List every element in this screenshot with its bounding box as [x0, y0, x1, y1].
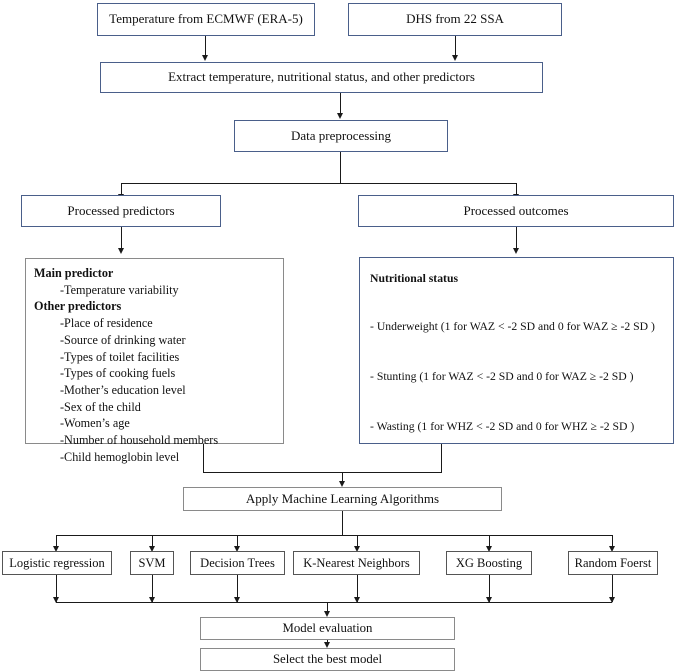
node-apply-ml-label: Apply Machine Learning Algorithms — [245, 490, 440, 506]
node-model-evaluation[interactable]: Model evaluation — [200, 617, 455, 640]
node-algorithm-k-nearest-neighbors[interactable]: K-Nearest Neighbors — [293, 551, 420, 575]
node-algorithm-logistic-regression[interactable]: Logistic regression — [2, 551, 112, 575]
connector-fanout-to-svm — [152, 535, 154, 547]
arrowhead-fanout-to-knn — [354, 546, 360, 552]
connector-preprocessing-split-bar — [121, 183, 516, 185]
algorithm-label: XG Boosting — [455, 555, 523, 570]
arrowhead-fanout-to-svm — [149, 546, 155, 552]
predictors-other-item: -Mother’s education level — [60, 382, 186, 397]
outcome-item-wasting: - Wasting (1 for WHZ < -2 SD and 0 for W… — [370, 420, 635, 433]
arrowhead-fanout-to-random-forest — [609, 546, 615, 552]
arrowhead-model-evaluation-to-select-best — [324, 642, 330, 648]
node-preprocessing-label: Data preprocessing — [291, 127, 391, 143]
connector-dhs-to-extract — [455, 36, 457, 56]
connector-predictors-detail-down — [203, 444, 205, 473]
arrowhead-decision-trees-merge — [234, 597, 240, 603]
arrowhead-knn-merge — [354, 597, 360, 603]
algorithm-label: SVM — [138, 555, 166, 570]
connector-merge-to-apply-ml — [342, 472, 344, 482]
arrowhead-fanout-to-decision-trees — [234, 546, 240, 552]
node-source-dhs[interactable]: DHS from 22 SSA — [348, 3, 562, 36]
arrowhead-dhs-to-extract — [452, 55, 458, 61]
connector-fanout-to-decision-trees — [237, 535, 239, 547]
arrowhead-svm-merge — [149, 597, 155, 603]
connector-merge-bar — [203, 472, 442, 474]
node-algorithm-decision-trees[interactable]: Decision Trees — [190, 551, 285, 575]
node-source-temperature-label: Temperature from ECMWF (ERA-5) — [109, 11, 303, 27]
connector-fanout-to-xg-boosting — [489, 535, 491, 547]
node-algorithm-xg-boosting[interactable]: XG Boosting — [446, 551, 532, 575]
node-apply-ml[interactable]: Apply Machine Learning Algorithms — [183, 487, 502, 511]
arrowhead-merge-to-apply-ml — [339, 481, 345, 487]
arrowhead-extract-to-preprocessing — [337, 113, 343, 119]
outcomes-heading: Nutritional status — [370, 272, 458, 285]
node-preprocessing[interactable]: Data preprocessing — [234, 120, 448, 152]
connector-predictors-to-detail — [121, 227, 123, 249]
connector-fanout-to-random-forest — [612, 535, 614, 547]
connector-preprocessing-stem — [340, 152, 342, 184]
connector-split-to-outcomes — [516, 183, 518, 195]
algorithm-label: Random Foerst — [574, 555, 652, 570]
arrowhead-logistic-regression-merge — [53, 597, 59, 603]
predictors-other-item: -Women’s age — [60, 416, 130, 431]
arrowhead-fanout-to-logistic-regression — [53, 546, 59, 552]
connector-algorithms-fanout-bar — [56, 535, 612, 537]
connector-merge-to-model-evaluation — [327, 602, 329, 613]
algorithm-label: Logistic regression — [9, 555, 105, 570]
node-processed-predictors-label: Processed predictors — [67, 202, 175, 218]
connector-temperature-to-extract — [205, 36, 207, 56]
node-algorithm-random-forest[interactable]: Random Foerst — [568, 551, 658, 575]
connector-random-forest-down — [612, 575, 614, 602]
algorithm-label: Decision Trees — [200, 555, 275, 570]
predictors-other-item: -Types of cooking fuels — [60, 366, 176, 381]
arrowhead-predictors-to-detail — [118, 248, 124, 254]
node-select-best-model[interactable]: Select the best model — [200, 648, 455, 671]
connector-knn-down — [357, 575, 359, 602]
node-processed-outcomes-label: Processed outcomes — [463, 202, 569, 218]
outcome-item-stunting: - Stunting (1 for WAZ < -2 SD and 0 for … — [370, 370, 634, 383]
predictors-other-heading: Other predictors — [34, 299, 122, 314]
connector-apply-ml-stem — [342, 511, 344, 536]
algorithm-label: K-Nearest Neighbors — [303, 555, 410, 570]
panel-outcomes-detail: Nutritional status - Underweight (1 for … — [359, 257, 674, 444]
node-algorithm-svm[interactable]: SVM — [130, 551, 174, 575]
node-extract-label: Extract temperature, nutritional status,… — [168, 69, 475, 85]
connector-svm-down — [152, 575, 154, 602]
arrowhead-random-forest-merge — [609, 597, 615, 603]
predictors-main-item: -Temperature variability — [60, 282, 179, 297]
node-processed-outcomes[interactable]: Processed outcomes — [358, 195, 674, 227]
connector-algorithms-merge-bar — [56, 602, 612, 604]
node-extract[interactable]: Extract temperature, nutritional status,… — [100, 62, 543, 93]
node-processed-predictors[interactable]: Processed predictors — [21, 195, 221, 227]
connector-outcomes-detail-down — [441, 444, 443, 473]
connector-extract-to-preprocessing — [340, 93, 342, 114]
predictors-other-item: -Place of residence — [60, 316, 153, 331]
predictors-other-item: -Number of household members — [60, 433, 219, 448]
connector-decision-trees-down — [237, 575, 239, 602]
predictors-other-item: -Child hemoglobin level — [60, 449, 180, 464]
connector-outcomes-to-detail — [516, 227, 518, 249]
node-select-best-model-label: Select the best model — [272, 652, 383, 667]
predictors-other-item: -Source of drinking water — [60, 332, 186, 347]
node-source-temperature[interactable]: Temperature from ECMWF (ERA-5) — [97, 3, 315, 36]
node-source-dhs-label: DHS from 22 SSA — [406, 11, 504, 27]
connector-fanout-to-knn — [357, 535, 359, 547]
panel-predictors-detail: Main predictor -Temperature variability … — [25, 258, 284, 464]
arrowhead-xg-boosting-merge — [486, 597, 492, 603]
arrowhead-outcomes-to-detail — [513, 248, 519, 254]
arrowhead-merge-to-model-evaluation — [324, 611, 330, 617]
outcome-item-underweight: - Underweight (1 for WAZ < -2 SD and 0 f… — [370, 320, 655, 333]
predictors-other-item: -Sex of the child — [60, 399, 141, 414]
arrowhead-temperature-to-extract — [202, 55, 208, 61]
predictors-main-heading: Main predictor — [34, 266, 114, 280]
arrowhead-fanout-to-xg-boosting — [486, 546, 492, 552]
node-model-evaluation-label: Model evaluation — [282, 621, 373, 636]
connector-logistic-regression-down — [56, 575, 58, 602]
connector-fanout-to-logistic-regression — [56, 535, 58, 547]
connector-xg-boosting-down — [489, 575, 491, 602]
predictors-other-item: -Types of toilet facilities — [60, 349, 180, 364]
connector-split-to-predictors — [121, 183, 123, 195]
